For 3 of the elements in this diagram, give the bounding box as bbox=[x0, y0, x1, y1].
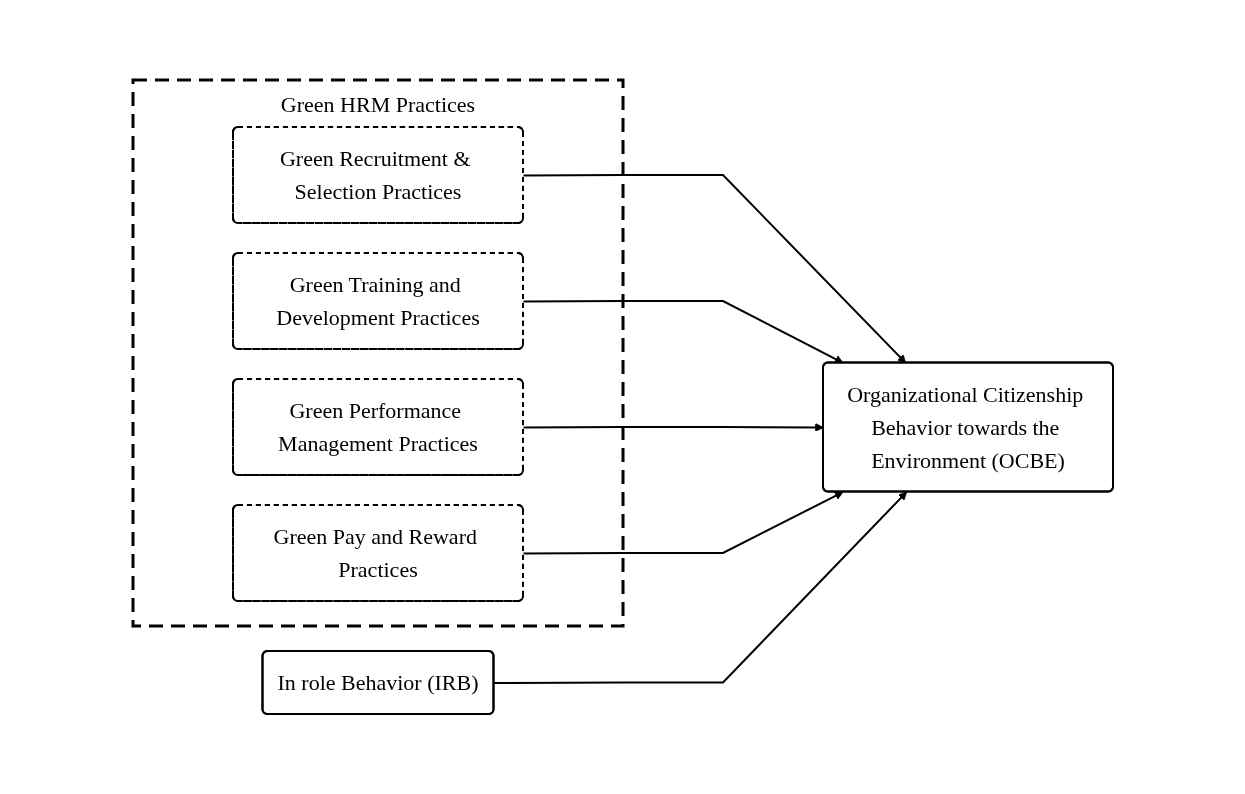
arrow bbox=[522, 300, 843, 364]
arrow bbox=[522, 174, 906, 364]
arrow bbox=[522, 491, 843, 555]
